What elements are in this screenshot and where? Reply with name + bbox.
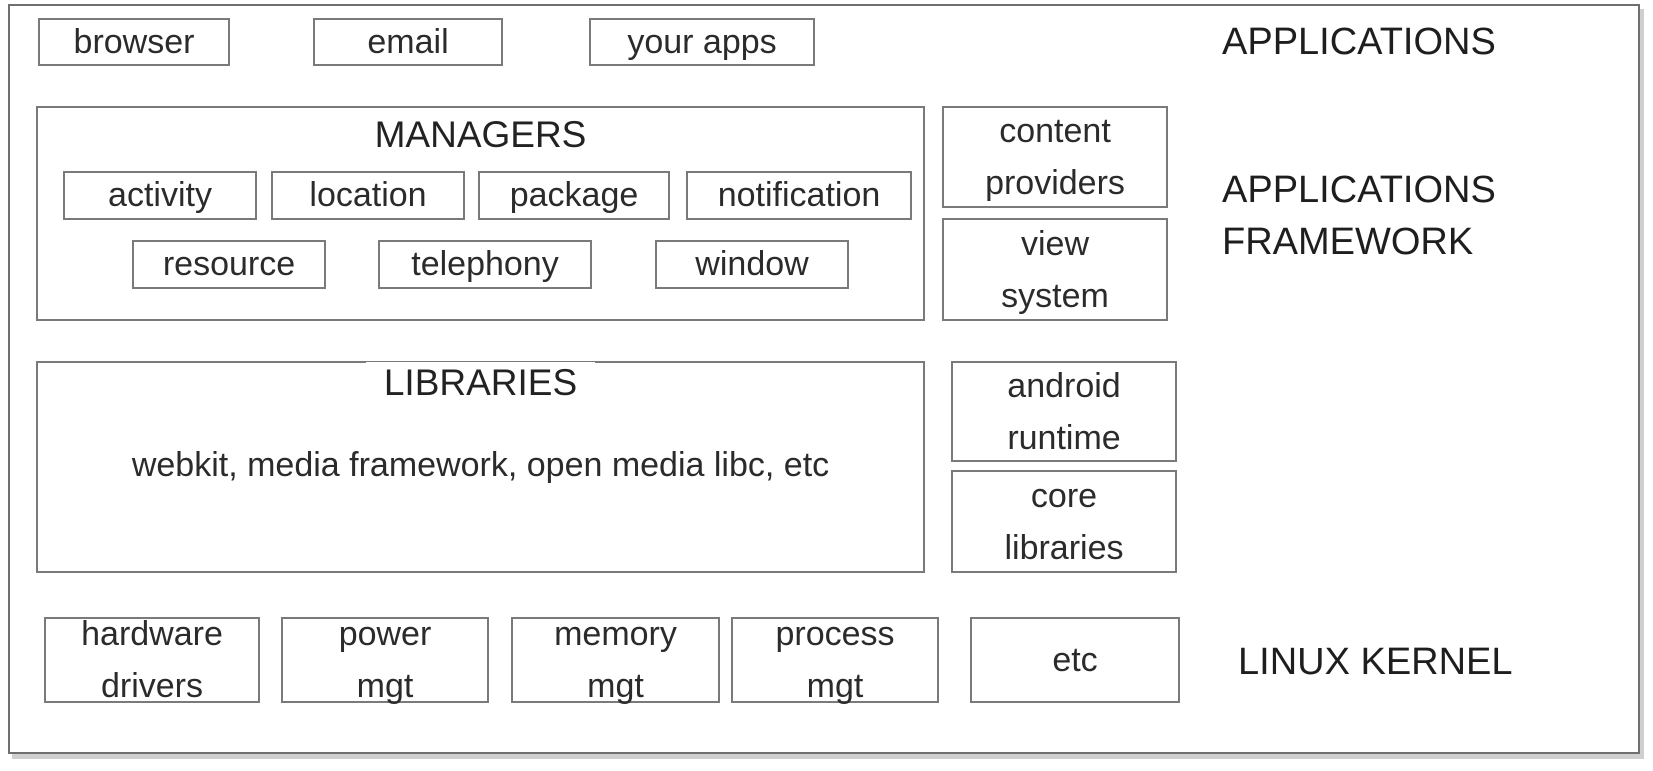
kernel-hardware-drivers: hardware drivers — [44, 615, 260, 705]
app-your-apps-box: your apps — [589, 18, 815, 66]
manager-location-label: location — [309, 176, 427, 215]
content-providers-line2: providers — [985, 164, 1125, 202]
manager-window-label: window — [695, 245, 809, 284]
manager-telephony: telephony — [378, 240, 592, 289]
power-mgt-line1: power — [338, 615, 432, 653]
manager-notification: notification — [686, 171, 912, 220]
manager-activity-label: activity — [108, 176, 212, 215]
manager-package-label: package — [509, 176, 639, 215]
hardware-drivers-line2: drivers — [100, 667, 204, 705]
manager-package: package — [478, 171, 670, 220]
hardware-drivers-line1: hardware — [81, 615, 223, 653]
manager-telephony-label: telephony — [411, 245, 559, 284]
layer-label-linux-kernel-text: LINUX KERNEL — [1238, 641, 1513, 683]
view-system-line1: view — [1020, 224, 1090, 263]
manager-resource: resource — [132, 240, 326, 289]
manager-activity: activity — [63, 171, 257, 220]
libraries-title: LIBRARIES — [36, 362, 925, 404]
layer-label-applications: APPLICATIONS — [1222, 16, 1496, 68]
layer-label-framework-line1: APPLICATIONS — [1222, 169, 1496, 211]
libraries-title-text: LIBRARIES — [365, 362, 596, 403]
manager-window: window — [655, 240, 849, 289]
core-libraries-line1: core — [1030, 476, 1098, 515]
libraries-description: webkit, media framework, open media libc… — [131, 446, 830, 484]
layer-label-applications-text: APPLICATIONS — [1222, 21, 1496, 63]
app-your-apps-label: your apps — [627, 22, 777, 61]
manager-notification-label: notification — [717, 176, 881, 215]
app-email-label: email — [367, 22, 449, 61]
process-mgt-line1: process — [775, 615, 895, 653]
manager-location: location — [271, 171, 465, 220]
android-runtime-line1: android — [1007, 366, 1121, 405]
memory-mgt-line1: memory — [554, 615, 677, 653]
android-runtime-line2: runtime — [1007, 418, 1121, 457]
core-libraries-box: core libraries — [951, 470, 1177, 573]
layer-label-framework-line2: FRAMEWORK — [1222, 221, 1474, 263]
app-browser-box: browser — [38, 18, 230, 66]
managers-title: MANAGERS — [374, 114, 587, 155]
content-providers-line1: content — [999, 112, 1111, 150]
view-system-box: view system — [942, 218, 1168, 321]
core-libraries-line2: libraries — [1004, 528, 1124, 567]
kernel-etc-label: etc — [1052, 640, 1098, 679]
power-mgt-line2: mgt — [356, 667, 414, 705]
memory-mgt-line2: mgt — [587, 667, 644, 705]
app-browser-label: browser — [73, 22, 195, 61]
manager-resource-label: resource — [162, 245, 296, 284]
kernel-process-mgt: process mgt — [731, 615, 939, 705]
kernel-power-mgt: power mgt — [281, 615, 489, 705]
process-mgt-line2: mgt — [806, 667, 864, 705]
kernel-etc: etc — [970, 617, 1180, 703]
android-runtime-box: android runtime — [951, 361, 1177, 462]
layer-label-linux-kernel: LINUX KERNEL — [1238, 636, 1513, 688]
content-providers-box: content providers — [942, 106, 1168, 208]
app-email-box: email — [313, 18, 503, 66]
layer-label-framework: APPLICATIONS FRAMEWORK — [1222, 164, 1496, 268]
view-system-line2: system — [1001, 276, 1109, 315]
kernel-memory-mgt: memory mgt — [511, 615, 720, 705]
